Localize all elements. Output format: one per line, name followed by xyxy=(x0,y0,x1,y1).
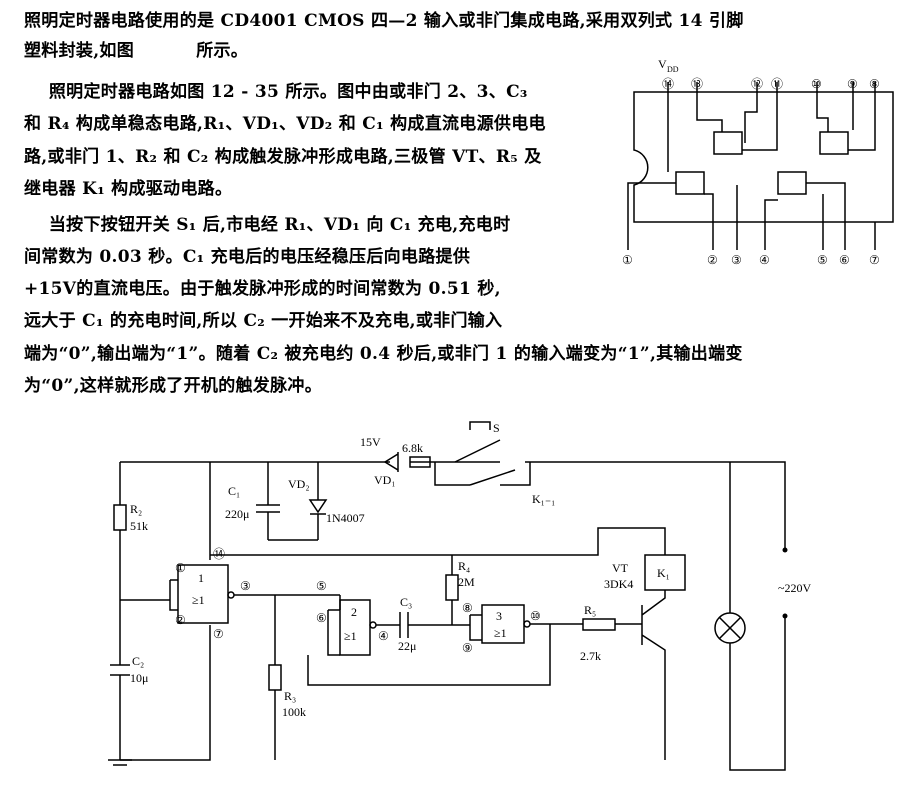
label-c1v: 220μ xyxy=(225,507,249,521)
vdd-sub: DD xyxy=(667,65,679,74)
resistor-r3 xyxy=(268,664,282,691)
label-p3: ③ xyxy=(240,579,251,593)
label-p2: ② xyxy=(175,613,186,627)
label-g3: 3 xyxy=(496,609,502,623)
ic-pinout-diagram: V DD ⑭ ⑬ ⑫ ⑪ ⑩ ⑨ ⑧ ① ② ③ ④ ⑤ ⑥ ⑦ xyxy=(622,57,894,267)
label-r3: R₃ xyxy=(284,689,296,703)
label-k11: K₁₋₁ xyxy=(532,492,555,506)
label-p4: ④ xyxy=(378,629,389,643)
label-220v: ~220V xyxy=(778,581,811,595)
label-k1: K₁ xyxy=(657,566,670,580)
label-g2: 2 xyxy=(351,605,357,619)
diode-vd1 xyxy=(383,452,399,472)
vdd-label: V xyxy=(658,57,667,71)
text-line: 和 R₄ 构成单稳态电路,R₁、VD₁、VD₂ 和 C₁ 构成直流电源供电电 xyxy=(24,114,546,134)
text-line: 继电器 K₁ 构成驱动电路。 xyxy=(24,179,233,199)
label-r5v: 2.7k xyxy=(580,649,601,663)
label-r2v: 51k xyxy=(130,519,148,533)
pin-5: ⑤ xyxy=(817,253,828,267)
label-r3v: 100k xyxy=(282,705,306,719)
gate-2 xyxy=(339,599,371,656)
label-vt: VT xyxy=(612,561,629,575)
label-15v: 15V xyxy=(360,435,381,449)
label-g3-ge: ≥1 xyxy=(494,626,507,640)
label-p7: ⑦ xyxy=(213,627,224,641)
label-s: S xyxy=(493,421,500,435)
label-c2v: 10μ xyxy=(130,671,148,685)
label-c3: C₃ xyxy=(400,595,412,609)
label-r1: 6.8k xyxy=(402,441,423,455)
lamp-icon xyxy=(714,612,746,644)
label-p5: ⑤ xyxy=(316,579,327,593)
label-g1-ge: ≥1 xyxy=(192,593,205,607)
resistor-r5 xyxy=(582,618,616,631)
text-line: 路,或非门 1、R₂ 和 C₂ 构成触发脉冲形成电路,三极管 VT、R₅ 及 xyxy=(24,147,542,167)
label-p10: ⑩ xyxy=(530,609,541,623)
relay-k1 xyxy=(644,554,686,591)
pin-1: ① xyxy=(622,253,633,267)
label-c2: C₂ xyxy=(132,654,144,668)
text-line: 照明定时器电路如图 12 - 35 所示。图中由或非门 2、3、C₃ xyxy=(24,82,528,102)
relay-contact-k11 xyxy=(469,469,516,486)
text-line: 间常数为 0.03 秒。C₁ 充电后的电压经稳压后向电路提供 xyxy=(24,247,471,267)
label-p14: ⑭ xyxy=(213,547,225,561)
pin-6: ⑥ xyxy=(839,253,850,267)
label-g2-ge: ≥1 xyxy=(344,629,357,643)
label-p9: ⑨ xyxy=(462,641,473,655)
text-line: 照明定时器电路使用的是 CD4001 CMOS 四—2 输入或非门集成电路,采用… xyxy=(24,11,744,31)
label-vtp: 3DK4 xyxy=(604,577,633,591)
label-vd1: VD₁ xyxy=(374,473,396,487)
label-r5: R₅ xyxy=(584,603,596,617)
label-r4: R₄ xyxy=(458,559,470,573)
label-c1: C₁ xyxy=(228,484,240,498)
pin-4: ④ xyxy=(759,253,770,267)
text-line: 远大于 C₁ 的充电时间,所以 C₂ 一开始来不及充电,或非门输入 xyxy=(24,311,503,331)
label-vd2p: 1N4007 xyxy=(326,511,365,525)
resistor-r2 xyxy=(113,504,127,531)
text-line: 为“0”,这样就形成了开机的触发脉冲。 xyxy=(24,376,323,396)
pin-3: ③ xyxy=(731,253,742,267)
label-c3v: 22μ xyxy=(398,639,416,653)
label-p8: ⑧ xyxy=(462,601,473,615)
resistor-r1 xyxy=(409,456,431,468)
resistor-r4 xyxy=(445,574,459,601)
text-line: 端为“0”,输出端为“1”。随着 C₂ 被充电约 0.4 秒后,或非门 1 的输… xyxy=(24,344,743,364)
circuit-diagram: 15V 6.8k S VD₁ K₁₋₁ C₁ 220μ VD₂ 1N4007 R… xyxy=(108,421,811,771)
bottom-pin-labels: ① ② ③ ④ ⑤ ⑥ ⑦ xyxy=(622,253,880,267)
label-p1: ① xyxy=(175,561,186,575)
pin-7: ⑦ xyxy=(869,253,880,267)
label-r4v: 2M xyxy=(458,575,475,589)
pin-2: ② xyxy=(707,253,718,267)
label-vd2: VD₂ xyxy=(288,477,310,491)
switch-s xyxy=(454,421,501,463)
text-line: 塑料封装,如图 所示。 xyxy=(24,41,249,61)
label-r2: R₂ xyxy=(130,502,142,516)
label-g1: 1 xyxy=(198,571,204,585)
text-line: +15V的直流电压。由于触发脉冲形成的时间常数为 0.51 秒, xyxy=(24,279,501,299)
text-line: 当按下按钮开关 S₁ 后,市电经 R₁、VD₁ 向 C₁ 充电,充电时 xyxy=(24,215,511,235)
label-p6: ⑥ xyxy=(316,611,327,625)
top-pin-labels: ⑭ ⑬ ⑫ ⑪ ⑩ ⑨ ⑧ xyxy=(662,77,880,91)
